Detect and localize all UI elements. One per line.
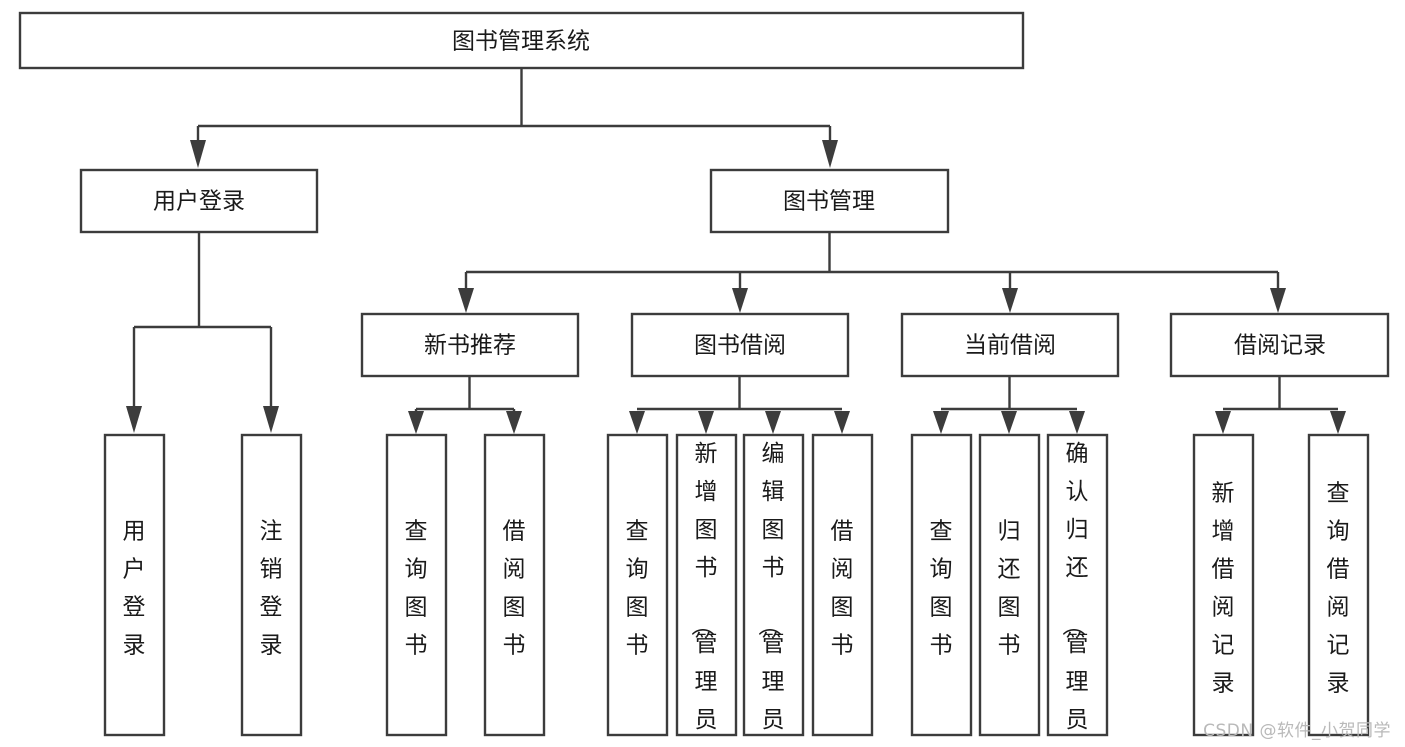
arrow-head-user-login: [190, 140, 206, 168]
arrow-head-leaf-user-login: [126, 406, 142, 433]
node-book-borrow-label: 图书借阅: [694, 333, 786, 359]
node-leaf-edit-book-box[interactable]: [742, 433, 805, 737]
arrow-head-leaf-confirm-return: [1069, 411, 1085, 434]
node-leaf-add-record[interactable]: 新增借阅记录: [1192, 433, 1255, 737]
node-leaf-query-book-3-label: 查询图书: [930, 519, 953, 659]
arrow-head-borrow-record: [1270, 288, 1286, 313]
leaf-nodes-layer: 用户登录 注销登录 查询图书 借阅图书 查询图书 新增图书（管理员）: [103, 433, 1370, 747]
node-leaf-query-book-3[interactable]: 查询图书: [910, 433, 973, 737]
node-book-manage-label: 图书管理: [783, 189, 875, 215]
node-leaf-query-book-3-box[interactable]: [910, 433, 973, 737]
node-borrow-record-label: 借阅记录: [1234, 333, 1326, 359]
node-leaf-edit-book-label: 编辑图书（管理员）: [756, 441, 785, 747]
arrow-head-new-book-recommend: [458, 288, 474, 313]
arrow-head-current-borrow: [1002, 288, 1018, 313]
arrow-head-leaf-query-book-2: [629, 411, 645, 434]
arrow-head-leaf-query-book-1: [408, 411, 424, 434]
arrow-head-leaf-edit-book: [765, 411, 781, 434]
node-user-login[interactable]: 用户登录: [79, 168, 319, 234]
node-book-manage-box[interactable]: [709, 168, 950, 234]
node-leaf-user-login-box[interactable]: [103, 433, 166, 737]
node-user-login-label: 用户登录: [153, 189, 245, 215]
node-leaf-query-book-1[interactable]: 查询图书: [385, 433, 448, 737]
node-book-borrow-box[interactable]: [630, 312, 850, 378]
node-leaf-return-book-box[interactable]: [978, 433, 1041, 737]
node-current-borrow[interactable]: 当前借阅: [900, 312, 1120, 378]
arrow-head-leaf-query-book-3: [933, 411, 949, 434]
node-leaf-return-book[interactable]: 归还图书: [978, 433, 1041, 737]
node-borrow-record[interactable]: 借阅记录: [1169, 312, 1390, 378]
node-leaf-borrow-book-2-label: 借阅图书: [831, 519, 854, 659]
arrow-head-book-manage: [822, 140, 838, 168]
node-leaf-edit-book[interactable]: 编辑图书（管理员）: [742, 433, 805, 747]
node-leaf-borrow-book-2[interactable]: 借阅图书: [811, 433, 874, 737]
node-new-book-recommend-box[interactable]: [360, 312, 580, 378]
node-leaf-confirm-return-box[interactable]: [1046, 433, 1109, 737]
node-leaf-add-book[interactable]: 新增图书（管理员）: [675, 433, 738, 747]
csdn-watermark: CSDN @软件_小贺同学: [1203, 721, 1391, 741]
node-user-login-box[interactable]: [79, 168, 319, 234]
arrow-head-book-borrow: [732, 288, 748, 313]
node-new-book-recommend[interactable]: 新书推荐: [360, 312, 580, 378]
node-leaf-user-logout-label: 注销登录: [260, 519, 283, 659]
node-leaf-return-book-label: 归还图书: [998, 519, 1021, 659]
node-leaf-add-book-label: 新增图书（管理员）: [689, 441, 718, 747]
node-leaf-confirm-return-label: 确认归还（管理员）: [1060, 441, 1089, 747]
node-book-manage[interactable]: 图书管理: [709, 168, 950, 234]
arrow-head-leaf-borrow-book-1: [506, 411, 522, 434]
node-leaf-user-login[interactable]: 用户登录: [103, 433, 166, 737]
node-leaf-borrow-book-1-box[interactable]: [483, 433, 546, 737]
node-leaf-add-record-label: 新增借阅记录: [1212, 481, 1235, 697]
arrow-head-leaf-user-logout: [263, 406, 279, 433]
node-leaf-user-logout[interactable]: 注销登录: [240, 433, 303, 737]
arrow-head-leaf-return-book: [1001, 411, 1017, 434]
node-leaf-query-book-1-box[interactable]: [385, 433, 448, 737]
node-leaf-borrow-book-2-box[interactable]: [811, 433, 874, 737]
node-leaf-confirm-return[interactable]: 确认归还（管理员）: [1046, 433, 1109, 747]
node-leaf-query-book-1-label: 查询图书: [405, 519, 428, 659]
node-leaf-user-login-label: 用户登录: [123, 519, 146, 659]
node-root-label: 图书管理系统: [452, 29, 590, 55]
node-root-box[interactable]: [18, 11, 1025, 70]
node-leaf-borrow-book-1-label: 借阅图书: [503, 519, 526, 659]
node-root[interactable]: 图书管理系统: [18, 11, 1025, 70]
node-leaf-query-book-2-box[interactable]: [606, 433, 669, 737]
node-book-borrow[interactable]: 图书借阅: [630, 312, 850, 378]
node-leaf-query-record-label: 查询借阅记录: [1327, 481, 1350, 697]
arrow-head-leaf-add-book: [698, 411, 714, 434]
node-leaf-query-book-2-label: 查询图书: [626, 519, 649, 659]
node-new-book-recommend-label: 新书推荐: [424, 333, 516, 359]
node-current-borrow-label: 当前借阅: [964, 333, 1056, 359]
node-leaf-borrow-book-1[interactable]: 借阅图书: [483, 433, 546, 737]
arrow-head-leaf-query-record: [1330, 411, 1346, 434]
node-leaf-add-book-box[interactable]: [675, 433, 738, 737]
arrow-head-leaf-borrow-book-2: [834, 411, 850, 434]
arrow-head-leaf-add-record: [1215, 411, 1231, 434]
node-leaf-query-book-2[interactable]: 查询图书: [606, 433, 669, 737]
node-current-borrow-box[interactable]: [900, 312, 1120, 378]
node-leaf-user-logout-box[interactable]: [240, 433, 303, 737]
node-leaf-query-record[interactable]: 查询借阅记录: [1307, 433, 1370, 737]
node-leaf-add-record-box[interactable]: [1192, 433, 1255, 737]
node-leaf-query-record-box[interactable]: [1307, 433, 1370, 737]
connector-layer: [126, 68, 1346, 434]
node-borrow-record-box[interactable]: [1169, 312, 1390, 378]
